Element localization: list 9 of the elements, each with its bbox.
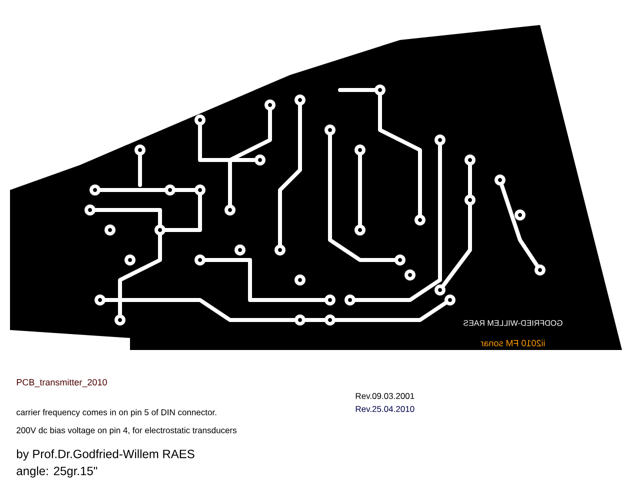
- revision-text: Rev.25.04.2010: [356, 406, 414, 412]
- board-text: ii2010 FM sonar: [480, 340, 545, 346]
- revision-text: Rev.09.03.2001: [356, 393, 414, 399]
- angle-text: angle: 25gr.15": [16, 466, 98, 478]
- board-text: GODFRIED-WILLEM RAES: [464, 320, 562, 326]
- title: PCB_transmitter_2010: [16, 378, 107, 388]
- note-text: 200V dc bias voltage on pin 4, for electrostatic transducers: [16, 427, 236, 435]
- author-text: by Prof.Dr.Godfried-Willem RAES: [16, 449, 194, 461]
- note-text: carrier frequency comes in on pin 5 of DIN connector.: [16, 409, 216, 417]
